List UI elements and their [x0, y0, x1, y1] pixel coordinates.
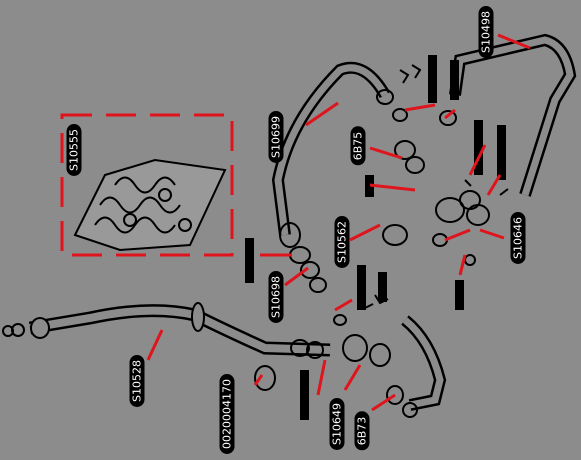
callout-s10498[interactable]: S10498 [478, 6, 494, 58]
callout-s10698[interactable]: S10698 [268, 271, 284, 323]
callout-s10699[interactable]: S10699 [268, 111, 284, 163]
callout-s10528[interactable]: S10528 [129, 355, 145, 407]
grouped-parts-illustration [73, 158, 227, 252]
callout-6b75[interactable]: 6B75 [350, 126, 366, 166]
callout-s10562[interactable]: S10562 [334, 216, 350, 268]
minor-part-codes [245, 55, 506, 420]
callout-s10646[interactable]: S10646 [510, 212, 526, 264]
fittings [254, 64, 509, 418]
group-box [60, 113, 234, 257]
callout-s10649[interactable]: S10649 [329, 398, 345, 450]
hose-assembly [2, 33, 577, 411]
callout-6b73[interactable]: 6B73 [354, 411, 370, 451]
callout-s10555[interactable]: S10555 [66, 124, 82, 176]
leader-lines [146, 33, 531, 412]
callout-0020004170[interactable]: 0020004170 [219, 374, 235, 454]
